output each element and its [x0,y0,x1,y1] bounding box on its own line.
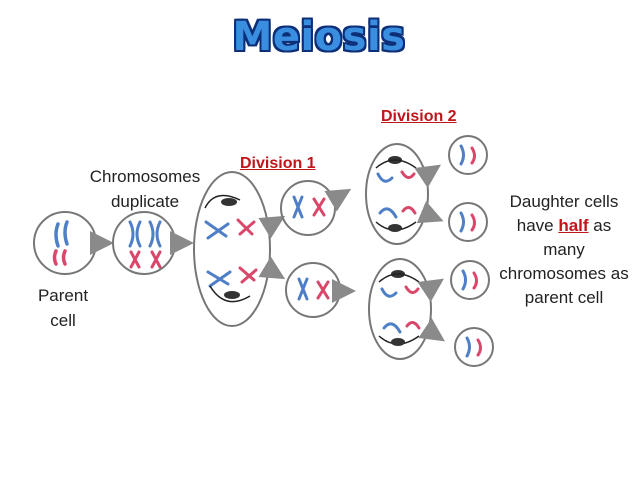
chromosome-red [236,218,256,236]
arrow-7 [414,164,441,188]
chromosome-red [472,271,478,290]
chromosome-blue [461,269,467,291]
chromosome-red [401,206,417,215]
daughter-cell-3 [450,260,490,300]
division-1-cell-top [280,180,336,236]
chromosome-red [470,213,476,232]
daughter-text-part-1: Daughter cells have [509,192,619,235]
chromosome-red [404,285,420,294]
chromosome-red [470,146,476,165]
chromosome-blue [465,336,471,358]
centrosome [388,224,402,232]
arrow-4 [258,256,286,280]
chromosome-blue [63,220,69,246]
chromosome-red [316,280,330,300]
daughter-text-part-2: as many chromosomes as parent cell [499,216,629,307]
daughter-cells-label: Daughter cells have half as many chromos… [496,190,632,310]
parent-cell [33,211,97,275]
daughter-cell-1 [448,135,488,175]
chromosome-blue [292,195,304,219]
chromosome-blue [54,222,60,248]
daughter-cell-2 [448,202,488,242]
arrow-5 [324,188,352,212]
chromosome-red [312,197,326,217]
chromosomes-duplicate-label: Chromosomes duplicate [70,164,220,214]
chromosome-blue [459,211,465,233]
chromosome-blue [297,277,309,301]
chromosome-red [476,338,482,357]
centrosome [391,338,405,346]
parent-cell-label: Parent cell [28,283,98,333]
arrow-8 [416,201,444,224]
arrow-10 [418,318,445,342]
chromosome-blue [206,270,232,288]
chromosome-blue [459,144,465,166]
chromosome-red [52,249,58,266]
spindle [375,159,417,169]
chromatid-pair-blue [148,220,162,248]
spindle [378,273,420,283]
chromosomes-duplicate-line-1: Chromosomes [89,167,201,186]
chromosome-blue [380,287,398,298]
chromosome-red [400,170,416,179]
chromosome-blue [382,322,402,334]
centrosome [224,291,240,299]
dividing-cell-2-bottom [368,258,432,360]
daughter-cell-4 [454,327,494,367]
chromatid-pair-red [129,250,141,269]
page-title: Meiosis [232,14,406,60]
arrow-9 [417,278,444,302]
chromosome-blue [376,172,394,183]
chromosome-red [405,321,421,330]
chromosome-blue [378,207,398,219]
division-1-cell-bottom [285,262,341,318]
division-1-label: Division 1 [240,155,316,172]
centrosome [221,198,237,206]
parent-cell-line-1: Parent [37,286,89,305]
chromosome-blue [204,220,230,240]
chromosomes-duplicate-line-2: duplicate [110,192,180,211]
chromosome-red [238,266,258,284]
arrow-3 [258,215,286,239]
dividing-cell-1 [193,171,271,327]
dividing-cell-2-top [365,143,429,245]
spindle [204,194,241,209]
chromatid-pair-blue [128,220,142,248]
spindle [209,285,251,303]
chromosome-red [61,249,67,266]
duplicated-cell [112,211,176,275]
daughter-text-half: half [558,216,589,235]
chromatid-pair-red [150,250,162,269]
division-2-label: Division 2 [381,108,457,125]
parent-cell-line-2: cell [50,311,76,330]
